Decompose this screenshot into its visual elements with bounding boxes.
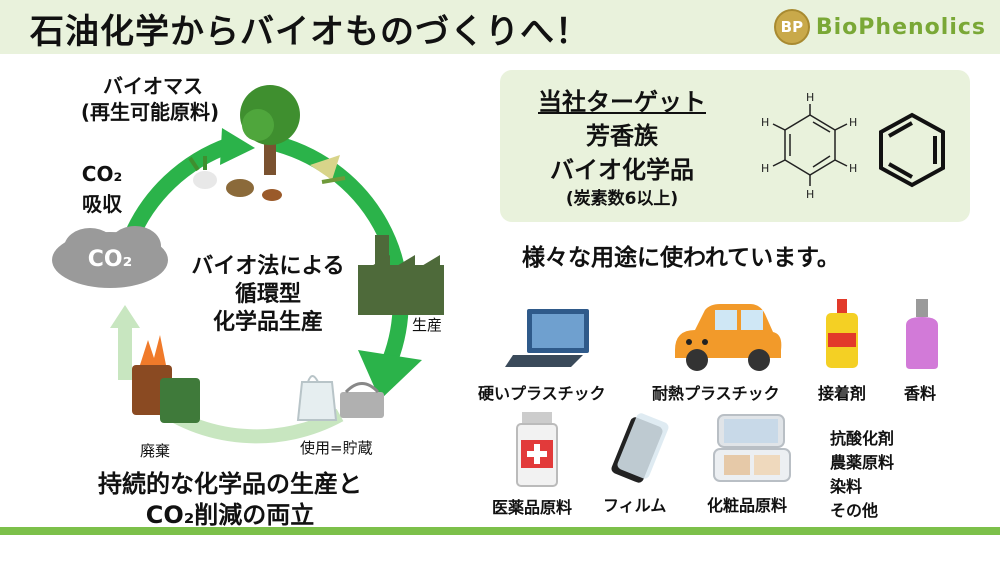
production-label: 生産 [412, 316, 443, 334]
cycle-center-line2: 循環型 [234, 282, 301, 307]
tree-icon [240, 85, 300, 175]
use-item-hard-plastic: 硬いプラスチック [478, 384, 606, 403]
target-heading: 当社ターゲット [538, 88, 706, 116]
benzene-skeletal-icon [879, 112, 945, 188]
target-line2: バイオ化学品 [550, 156, 694, 184]
waste-label: 廃棄 [140, 442, 171, 460]
use-storage-label: 使用=貯蔵 [300, 439, 373, 457]
smartphone-film-icon [611, 413, 669, 483]
svg-text:H: H [849, 162, 857, 175]
co2-cloud-label: CO₂ [87, 247, 133, 272]
co2-cloud-icon [52, 226, 168, 288]
crops-icon [188, 155, 346, 201]
bottom-statement-line2: CO₂削減の両立 [145, 501, 315, 529]
logo-text: BioPhenolics [815, 14, 986, 40]
medicine-bottle-icon [516, 412, 558, 487]
cycle-center-line1: バイオ法による [191, 254, 345, 279]
compact-powder-icon [713, 414, 791, 482]
other-use-etc: その他 [830, 501, 879, 520]
use-item-film: フィルム [603, 496, 667, 515]
cycle-center-line3: 化学品生産 [212, 310, 323, 335]
target-box: 当社ターゲット 芳香族 バイオ化学品 (炭素数6以上) H H H H H H [500, 70, 970, 222]
cycle-arrow-production [268, 134, 409, 363]
svg-text:H: H [761, 116, 769, 129]
laptop-icon [505, 309, 589, 367]
glue-bottle-icon [826, 299, 858, 368]
perfume-bottle-icon [906, 299, 938, 369]
svg-text:H: H [849, 116, 857, 129]
cycle-arrowhead-co2-absorb [220, 128, 255, 165]
shopping-bag-icon [296, 375, 338, 421]
basket-icon [340, 382, 384, 418]
waste-drums-icon [132, 335, 200, 423]
target-line1: 芳香族 [586, 122, 658, 150]
use-item-pharma-material: 医薬品原料 [492, 498, 573, 517]
page-title: 石油化学からバイオものづくりへ！ [30, 12, 590, 52]
svg-text:H: H [806, 91, 814, 104]
bio-cycle-diagram [52, 85, 444, 444]
biomass-label: バイオマス [103, 74, 203, 98]
svg-text:H: H [806, 188, 814, 201]
benzene-structure-icon: H H H H H H [761, 91, 857, 201]
biomass-sublabel: (再生可能原料) [80, 100, 220, 124]
use-item-cosmetics-material: 化粧品原料 [707, 496, 788, 515]
title-bar [0, 0, 1000, 54]
other-use-agrochemical: 農薬原料 [830, 453, 895, 472]
target-note: (炭素数6以上) [565, 189, 679, 209]
bottom-statement-line1: 持続的な化学品の生産と [98, 470, 362, 498]
co2-absorb-label: CO₂ [81, 162, 123, 186]
cycle-arrowhead-co2-release [110, 305, 140, 328]
uses-heading: 様々な用途に使われています。 [522, 245, 840, 271]
cycle-arrow-co2-absorb [122, 137, 233, 244]
use-item-fragrance: 香料 [904, 384, 937, 403]
logo-badge: BP [773, 9, 810, 45]
bottom-accent-line [0, 527, 1000, 535]
biophenolics-logo: BP BioPhenolics [773, 8, 986, 46]
other-use-dye: 染料 [830, 477, 863, 496]
use-item-heat-resistant-plastic: 耐熱プラスチック [652, 384, 780, 403]
other-use-antioxidant: 抗酸化剤 [830, 429, 895, 448]
factory-icon [358, 235, 444, 315]
use-item-adhesive: 接着剤 [818, 384, 867, 403]
co2-absorb-sublabel: 吸収 [82, 192, 122, 216]
svg-text:H: H [761, 162, 769, 175]
car-icon [675, 304, 782, 371]
cycle-arrowhead-production [358, 350, 422, 400]
